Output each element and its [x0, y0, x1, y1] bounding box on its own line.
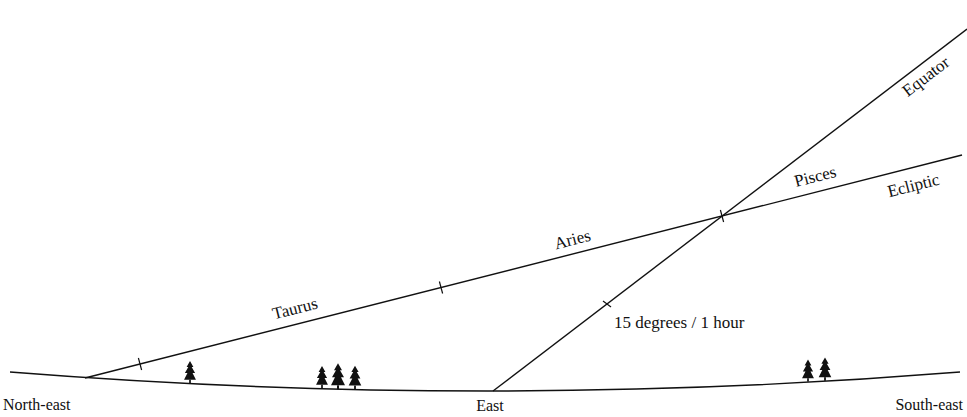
tree-icon [349, 366, 362, 389]
tree-icon [802, 360, 814, 382]
tick-mark [439, 282, 442, 294]
direction-label: North-east [3, 397, 71, 413]
equator-line [493, 29, 967, 391]
circle-label: Equator [899, 53, 952, 99]
constellation-label: Pisces [792, 163, 837, 190]
constellation-label: Aries [552, 226, 592, 252]
tick-mark [603, 301, 611, 307]
tick-mark [138, 358, 141, 370]
horizon-line [10, 372, 960, 391]
tree-icon [316, 366, 328, 388]
tick-mark [720, 210, 723, 222]
tick-marks [138, 210, 723, 370]
direction-label: East [476, 398, 504, 414]
trees [184, 357, 831, 389]
ecliptic-line [85, 155, 962, 378]
tree-icon [331, 363, 345, 389]
circle-label: Ecliptic [885, 170, 940, 200]
scale-note: 15 degrees / 1 hour [614, 314, 744, 331]
tree-icon [184, 361, 196, 383]
direction-label: South-east [895, 397, 963, 413]
tree-icon [819, 357, 832, 380]
constellation-label: Taurus [271, 294, 320, 322]
